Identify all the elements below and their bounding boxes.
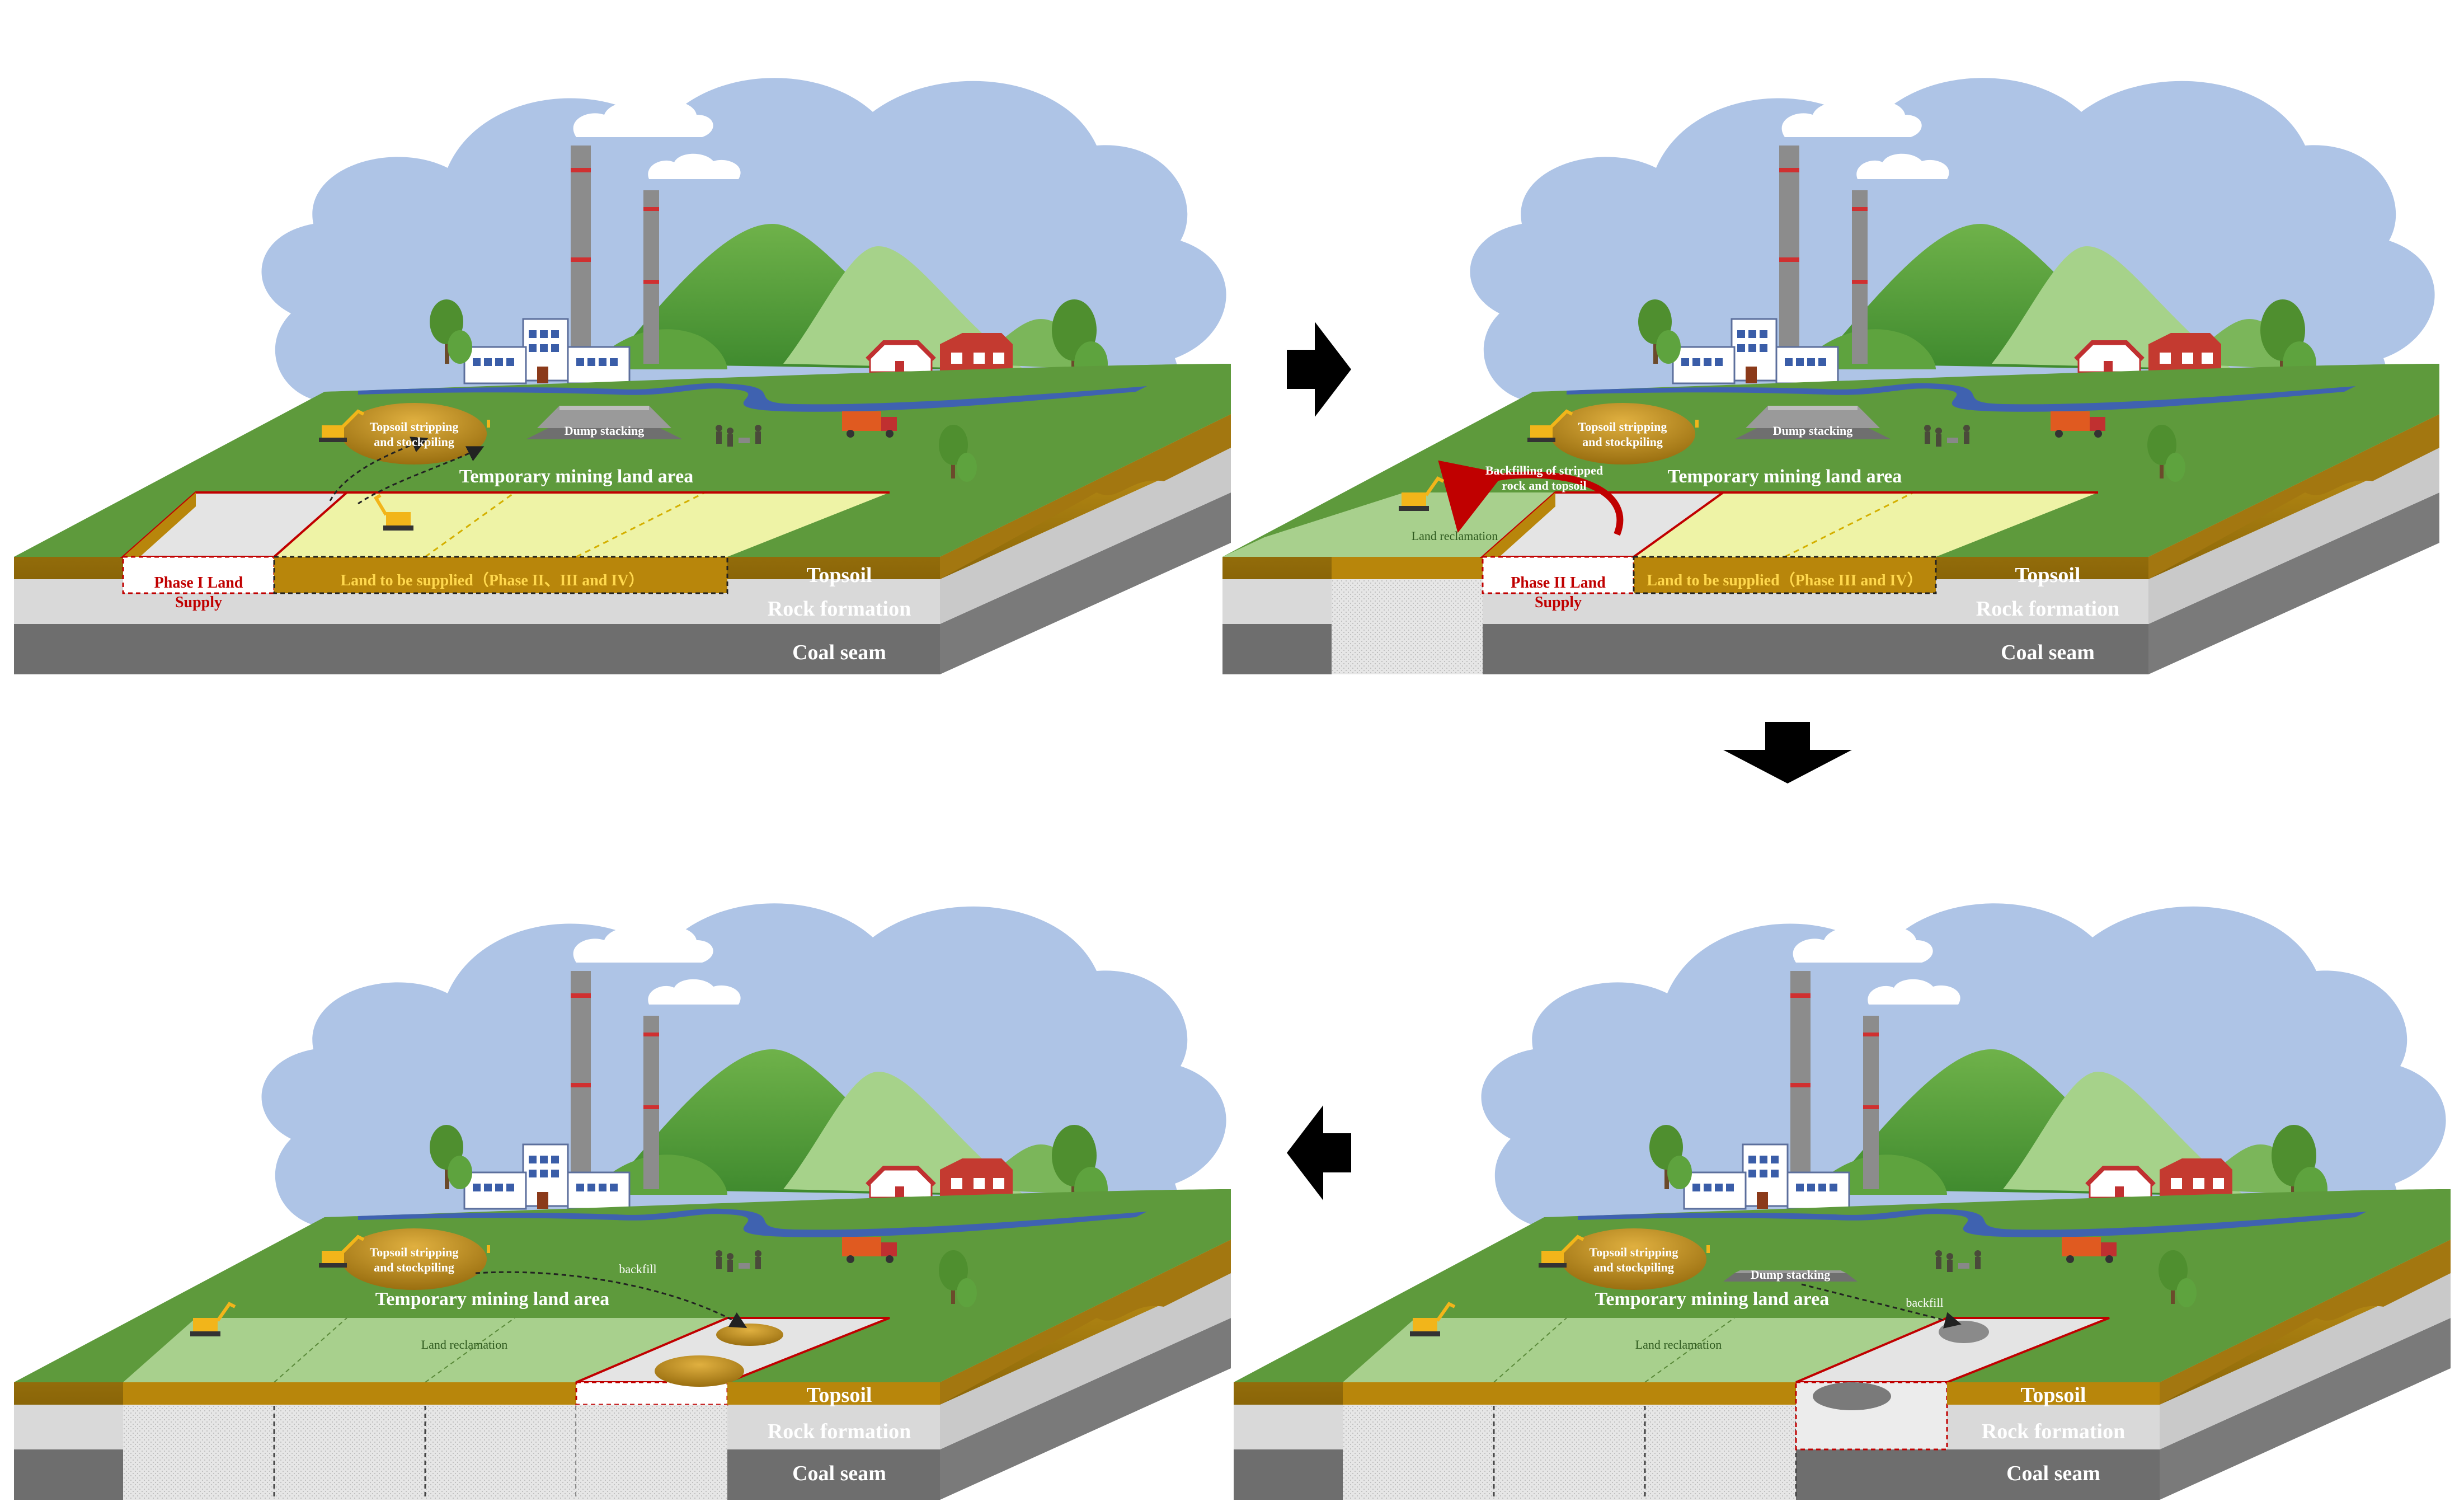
reclamation-label: Land reclamation	[1635, 1338, 1722, 1352]
excavator-icon	[1399, 476, 1445, 511]
temporary-area-label: Temporary mining land area	[375, 1289, 609, 1310]
reclamation-label: Land reclamation	[421, 1338, 508, 1352]
phase-1-front-box	[122, 556, 275, 594]
supply-front-box	[1633, 556, 1937, 594]
dump-stacking-label: Dump stacking	[1773, 424, 1852, 438]
stockpile-label-2: and stockpiling	[374, 1260, 454, 1274]
backfilled-column	[1332, 579, 1483, 674]
rock-backfill-mound	[1813, 1382, 1891, 1410]
backfill-arrow	[1438, 460, 1624, 536]
coal-label: Coal seam	[792, 1462, 886, 1485]
panel-3: Topsoil stripping and stockpiling backfi…	[14, 903, 1231, 1500]
backfill-note: Backfilling of stripped	[1485, 463, 1603, 477]
flow-arrow-right	[1287, 322, 1351, 417]
temporary-area-label: Temporary mining land area	[459, 466, 693, 487]
coal-label: Coal seam	[2001, 641, 2095, 664]
flow-arrow-down	[1723, 722, 1852, 783]
rock-label: Rock formation	[768, 597, 911, 621]
supply-front-box	[273, 556, 728, 594]
backfilled-columns	[1343, 1405, 1796, 1500]
reclaimed-land	[123, 1318, 727, 1382]
stockpile-label-2: and stockpiling	[1582, 435, 1663, 449]
backfill-label: backfill	[619, 1262, 656, 1276]
backfill-mound	[716, 1324, 783, 1346]
stockpile-label-2: and stockpiling	[1593, 1260, 1674, 1274]
reclamation-label: Land reclamation	[1412, 529, 1498, 543]
rock-backfill-mound	[1939, 1321, 1989, 1343]
backfill-mound	[655, 1355, 744, 1387]
reclaimed-land	[1343, 1318, 1947, 1382]
supply-land	[1634, 492, 2098, 557]
topsoil-front-band	[1947, 1382, 2160, 1405]
phase-land-label: Phase I Land	[154, 574, 243, 592]
rock-label: Rock formation	[1982, 1420, 2125, 1443]
backfill-note-2: rock and topsoil	[1502, 478, 1586, 492]
dump-stacking-label: Dump stacking	[565, 424, 644, 438]
stockpile-label-2: and stockpiling	[374, 435, 454, 449]
supply-land-label: Land to be supplied（Phase II、III and IV）	[340, 571, 644, 589]
dump-stacking-pile	[1723, 1273, 1858, 1282]
rock-label: Rock formation	[1976, 597, 2119, 621]
topsoil-label: Topsoil	[807, 564, 872, 587]
excavator-icon	[1410, 1302, 1456, 1336]
stockpile-label: Topsoil stripping	[1590, 1245, 1678, 1259]
stockpile-label: Topsoil stripping	[370, 420, 459, 434]
phase-land-label-2: Supply	[175, 594, 222, 611]
phase-land-label-2: Supply	[1535, 594, 1582, 611]
rock-label: Rock formation	[768, 1420, 911, 1443]
panel-4: Dump stacking Topsoil stripping and stoc…	[1234, 903, 2451, 1500]
topsoil-label: Topsoil	[2015, 564, 2081, 587]
backfill-label: backfill	[1906, 1296, 1943, 1310]
flow-arrow-left	[1287, 1105, 1351, 1200]
stockpile-label: Topsoil stripping	[370, 1245, 459, 1259]
topsoil-front-band	[727, 1382, 940, 1405]
panel-2: Dump stacking Topsoil stripping and stoc…	[1222, 78, 2439, 674]
stockpile-label: Topsoil stripping	[1578, 420, 1667, 434]
coal-label: Coal seam	[2006, 1462, 2100, 1485]
topsoil-label: Topsoil	[2021, 1383, 2086, 1407]
excavator-icon	[190, 1302, 236, 1336]
phase-land-label: Phase II Land	[1511, 574, 1606, 592]
temporary-area-label: Temporary mining land area	[1668, 466, 1902, 487]
temporary-area-label: Temporary mining land area	[1595, 1289, 1829, 1310]
panel-1: Dump stacking Topsoil stripping and stoc…	[14, 78, 1231, 674]
excavator-icon	[373, 494, 413, 531]
topsoil-label: Topsoil	[807, 1383, 872, 1407]
supply-land-label: Land to be supplied（Phase III and IV）	[1647, 571, 1922, 589]
supply-land	[274, 492, 890, 557]
coal-label: Coal seam	[792, 641, 886, 664]
dump-stacking-label: Dump stacking	[1751, 1268, 1830, 1282]
phase-2-front-box	[1482, 556, 1635, 594]
